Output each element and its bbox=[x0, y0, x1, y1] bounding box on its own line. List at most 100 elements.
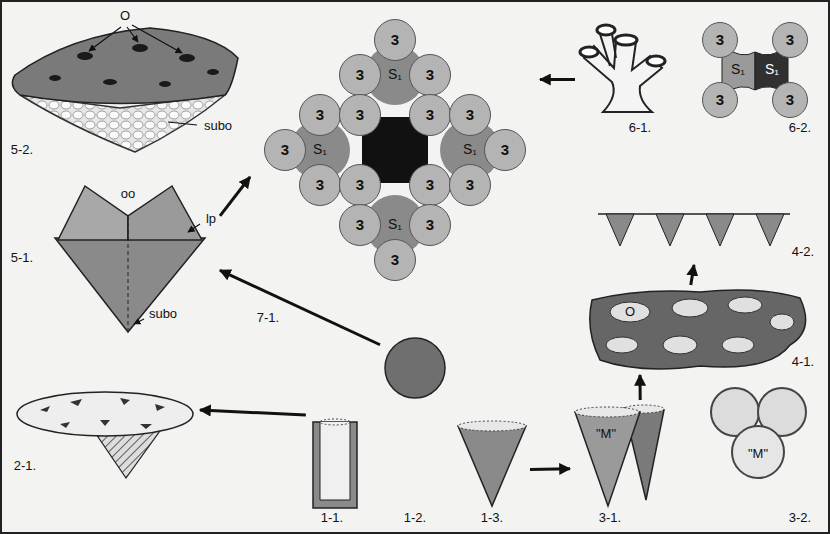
figure-label: subo bbox=[204, 119, 232, 133]
chamber-number: 3 bbox=[786, 92, 794, 109]
figure-label: oo bbox=[121, 187, 135, 201]
panel-number: 5-2. bbox=[11, 143, 33, 157]
arrow bbox=[638, 375, 641, 400]
figure-label: "M" bbox=[748, 447, 768, 461]
chamber-circle: 3 bbox=[339, 94, 381, 136]
figure-label: O bbox=[625, 305, 635, 319]
figure-1-2 bbox=[385, 338, 445, 398]
chamber-number: 3 bbox=[356, 177, 364, 194]
panel-number: 5-1. bbox=[11, 251, 33, 265]
figure-panel: 4-2. bbox=[595, 205, 815, 265]
figure-label: S₁ bbox=[765, 62, 779, 77]
chamber-number: 3 bbox=[716, 92, 724, 109]
chamber-number: 3 bbox=[501, 142, 509, 159]
chamber-circle: 3 bbox=[484, 129, 526, 171]
figure-3-1 bbox=[575, 405, 664, 506]
arrow bbox=[530, 467, 570, 471]
chamber-circle: 3 bbox=[772, 82, 808, 118]
panel-number: 3-1. bbox=[599, 511, 621, 525]
chamber-number: 3 bbox=[391, 32, 399, 49]
chamber-circle: 3 bbox=[409, 94, 451, 136]
panel-number: 1-2. bbox=[404, 511, 426, 525]
figure-label: subo bbox=[149, 307, 177, 321]
figure-panel: 1-2. bbox=[380, 335, 450, 530]
panel-number: 1-3. bbox=[481, 511, 503, 525]
panel-number: 7-1. bbox=[257, 311, 279, 325]
panel-number: 6-1. bbox=[629, 121, 651, 135]
figure-label: S₁ bbox=[463, 142, 477, 157]
chamber-circle: 3 bbox=[374, 239, 416, 281]
panel-number: 3-2. bbox=[789, 511, 811, 525]
figure-panel: 1-3. bbox=[455, 420, 530, 530]
chamber-number: 3 bbox=[426, 217, 434, 234]
panel-number: 2-1. bbox=[14, 459, 36, 473]
chamber-number: 3 bbox=[316, 107, 324, 124]
figure-panel: 6-1. bbox=[575, 12, 675, 142]
chamber-number: 3 bbox=[466, 177, 474, 194]
chamber-number: 3 bbox=[356, 217, 364, 234]
chamber-circle: 3 bbox=[409, 204, 451, 246]
chamber-circle: 3 bbox=[409, 164, 451, 206]
chamber-number: 3 bbox=[316, 177, 324, 194]
arrow bbox=[691, 265, 694, 285]
figure-7-1 bbox=[290, 45, 500, 255]
chamber-number: 3 bbox=[356, 107, 364, 124]
figure-panel: 3-1. bbox=[570, 400, 660, 525]
figure-4-2 bbox=[598, 214, 790, 246]
chamber-circle: 3 bbox=[772, 22, 808, 58]
chamber-circle: 3 bbox=[449, 164, 491, 206]
chamber-circle: 3 bbox=[264, 129, 306, 171]
chamber-number: 3 bbox=[356, 67, 364, 84]
chamber-circle: 3 bbox=[409, 54, 451, 96]
chamber-number: 3 bbox=[426, 177, 434, 194]
figure-label: S₁ bbox=[731, 62, 745, 77]
figure-label: S₁ bbox=[388, 67, 402, 82]
chamber-circle: 3 bbox=[299, 164, 341, 206]
chamber-circle: 3 bbox=[374, 19, 416, 61]
chamber-number: 3 bbox=[391, 252, 399, 269]
panel-number: 6-2. bbox=[789, 121, 811, 135]
figure-1-1 bbox=[313, 419, 357, 508]
chamber-circle: 3 bbox=[339, 204, 381, 246]
figure-label: S₁ bbox=[388, 217, 402, 232]
figure-panel: 7-1. 3 3 3 3 3 3 3 3 3 3 3 3 3 3 3 3 bbox=[250, 8, 540, 333]
panel-number: 4-2. bbox=[792, 245, 814, 259]
chamber-circle: 3 bbox=[339, 54, 381, 96]
figure-label: O bbox=[120, 9, 130, 23]
panel-number: 4-1. bbox=[792, 355, 814, 369]
figure-6-1 bbox=[580, 25, 665, 112]
chamber-circle: 3 bbox=[702, 82, 738, 118]
figure-panel: 5-2. bbox=[5, 5, 245, 165]
chamber-circle: 3 bbox=[339, 164, 381, 206]
chamber-number: 3 bbox=[466, 107, 474, 124]
arrow bbox=[200, 410, 306, 415]
figure-panel: 6-2. 3 3 3 3 bbox=[690, 12, 820, 142]
chamber-number: 3 bbox=[716, 32, 724, 49]
figure-5-1 bbox=[55, 186, 205, 332]
figure-panel: 4-1. bbox=[585, 285, 820, 375]
chamber-number: 3 bbox=[281, 142, 289, 159]
chamber-number: 3 bbox=[426, 67, 434, 84]
figure-panel: 2-1. bbox=[5, 355, 200, 480]
figure-3-2 bbox=[711, 388, 806, 478]
figure-2-1 bbox=[17, 392, 193, 478]
figure-label: lp bbox=[206, 212, 216, 226]
chamber-number: 3 bbox=[426, 107, 434, 124]
chamber-circle: 3 bbox=[299, 94, 341, 136]
chamber-number: 3 bbox=[786, 32, 794, 49]
arrow bbox=[220, 270, 380, 344]
figure-label: S₁ bbox=[313, 142, 327, 157]
chamber-circle: 3 bbox=[702, 22, 738, 58]
figure-panel: 1-1. bbox=[300, 415, 365, 530]
chamber-circle: 3 bbox=[449, 94, 491, 136]
panel-number: 1-1. bbox=[321, 511, 343, 525]
figure-5-2 bbox=[12, 25, 238, 152]
arrow bbox=[220, 177, 250, 216]
figure-1-3 bbox=[458, 421, 526, 506]
figure-label: "M" bbox=[596, 427, 616, 441]
arrow bbox=[540, 78, 575, 81]
figure-4-1 bbox=[590, 290, 806, 369]
